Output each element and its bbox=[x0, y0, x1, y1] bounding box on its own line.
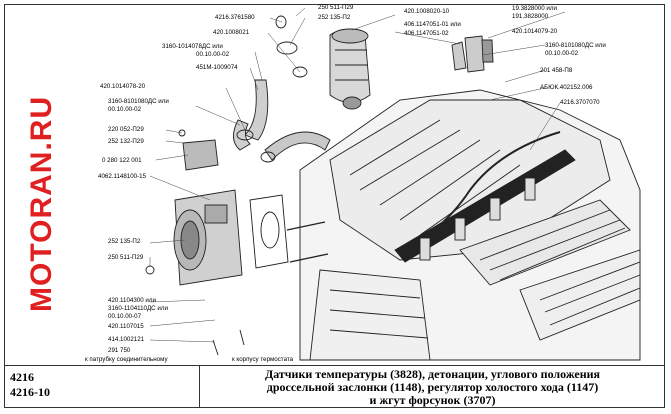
part-number-label: к корпусу термостата bbox=[232, 356, 294, 363]
knock-sensor bbox=[481, 39, 494, 63]
part-number-label: 420.1107015 bbox=[108, 323, 144, 330]
description-line: и жгут форсунок (3707) bbox=[369, 393, 496, 407]
description-line: дроссельной заслонки (1148), регулятор х… bbox=[266, 380, 599, 394]
hose-elbow bbox=[233, 119, 251, 151]
part-number-label: 420.1104300 или bbox=[108, 297, 156, 304]
part-number-label: 406.1147051-01 или bbox=[404, 21, 461, 28]
hose-upper bbox=[244, 79, 269, 141]
part-number-label: 00.10.00-07 bbox=[108, 313, 142, 320]
part-number-label: 420.1008021 bbox=[213, 29, 250, 36]
part-number-label: 4216.3761580 bbox=[215, 14, 255, 21]
part-number-label: АБЮК.402152.006 bbox=[540, 84, 593, 91]
injectors bbox=[419, 177, 536, 261]
part-number-label: 3160-8101080ДС или bbox=[108, 98, 169, 105]
part-number-label: 191.3828000 bbox=[512, 13, 549, 20]
part-number-label: 3160-8101080ДС или bbox=[545, 42, 606, 49]
engine-codes: 4216 4216-10 bbox=[4, 366, 200, 408]
part-number-label: 252 132-П29 bbox=[108, 138, 144, 145]
part-number-label: 00.10.00-02 bbox=[196, 51, 230, 58]
part-number-label: 250 511-П29 bbox=[108, 254, 144, 261]
part-number-label: 201 458-П8 bbox=[540, 67, 573, 74]
part-number-label: 451M-1009074 bbox=[196, 64, 238, 71]
part-number-label: 00.10.00-02 bbox=[545, 50, 579, 57]
part-number-label: 00.10.00-02 bbox=[108, 106, 142, 113]
part-number-label: 220 052-П29 bbox=[108, 126, 144, 133]
part-number-label: 420.1014079-20 bbox=[512, 28, 558, 35]
part-number-label: 420.1014078-20 bbox=[100, 83, 146, 90]
part-number-label: 406.1147051-02 bbox=[404, 30, 449, 37]
throttle-body bbox=[173, 189, 243, 286]
engine-code: 4216-10 bbox=[10, 385, 50, 399]
part-number-label: к патрубку соединительному bbox=[85, 356, 168, 363]
part-number-label: 291 750 bbox=[108, 347, 131, 354]
cylinder-head bbox=[459, 199, 631, 286]
part-number-label: 0 280 122 001 bbox=[102, 157, 142, 164]
exploded-view-drawing: 4216.3761580 250 511-П29 252 135-П2 420.100… bbox=[85, 4, 641, 363]
part-number-label: 250 511-П29 bbox=[318, 4, 354, 11]
part-number-label: 3160-1104110ДС или bbox=[108, 305, 168, 312]
throttle-position-sensor bbox=[182, 139, 219, 171]
part-number-label: 252 135-П2 bbox=[108, 238, 141, 245]
hose-middle bbox=[264, 131, 331, 161]
part-number-label: 252 135-П2 bbox=[318, 14, 351, 21]
part-number-label: 420.1008020-10 bbox=[404, 8, 450, 15]
part-number-label: 4062.1148100-15 bbox=[98, 173, 147, 180]
engine-code: 4216 bbox=[10, 370, 34, 384]
drawing-description: Датчики температуры (3828), детонации, у… bbox=[200, 366, 665, 408]
part-number-label: 4216.3707070 bbox=[560, 99, 600, 106]
part-number-label: 414.1002121 bbox=[108, 336, 145, 343]
title-block: 4216 4216-10 Датчики температуры (3828),… bbox=[4, 365, 665, 408]
part-number-label: 19.3828000 или bbox=[512, 5, 557, 12]
part-number-label: 3160-1014078ДС или bbox=[162, 43, 223, 50]
callout-labels: 4216.3761580 250 511-П29 252 135-П2 420.100… bbox=[85, 4, 606, 363]
drawing-frame bbox=[4, 4, 665, 408]
coolant-temp-sensor bbox=[464, 35, 485, 73]
throttle-gasket bbox=[249, 194, 289, 269]
description-line: Датчики температуры (3828), детонации, у… bbox=[264, 367, 601, 381]
injector-harness bbox=[399, 131, 561, 249]
